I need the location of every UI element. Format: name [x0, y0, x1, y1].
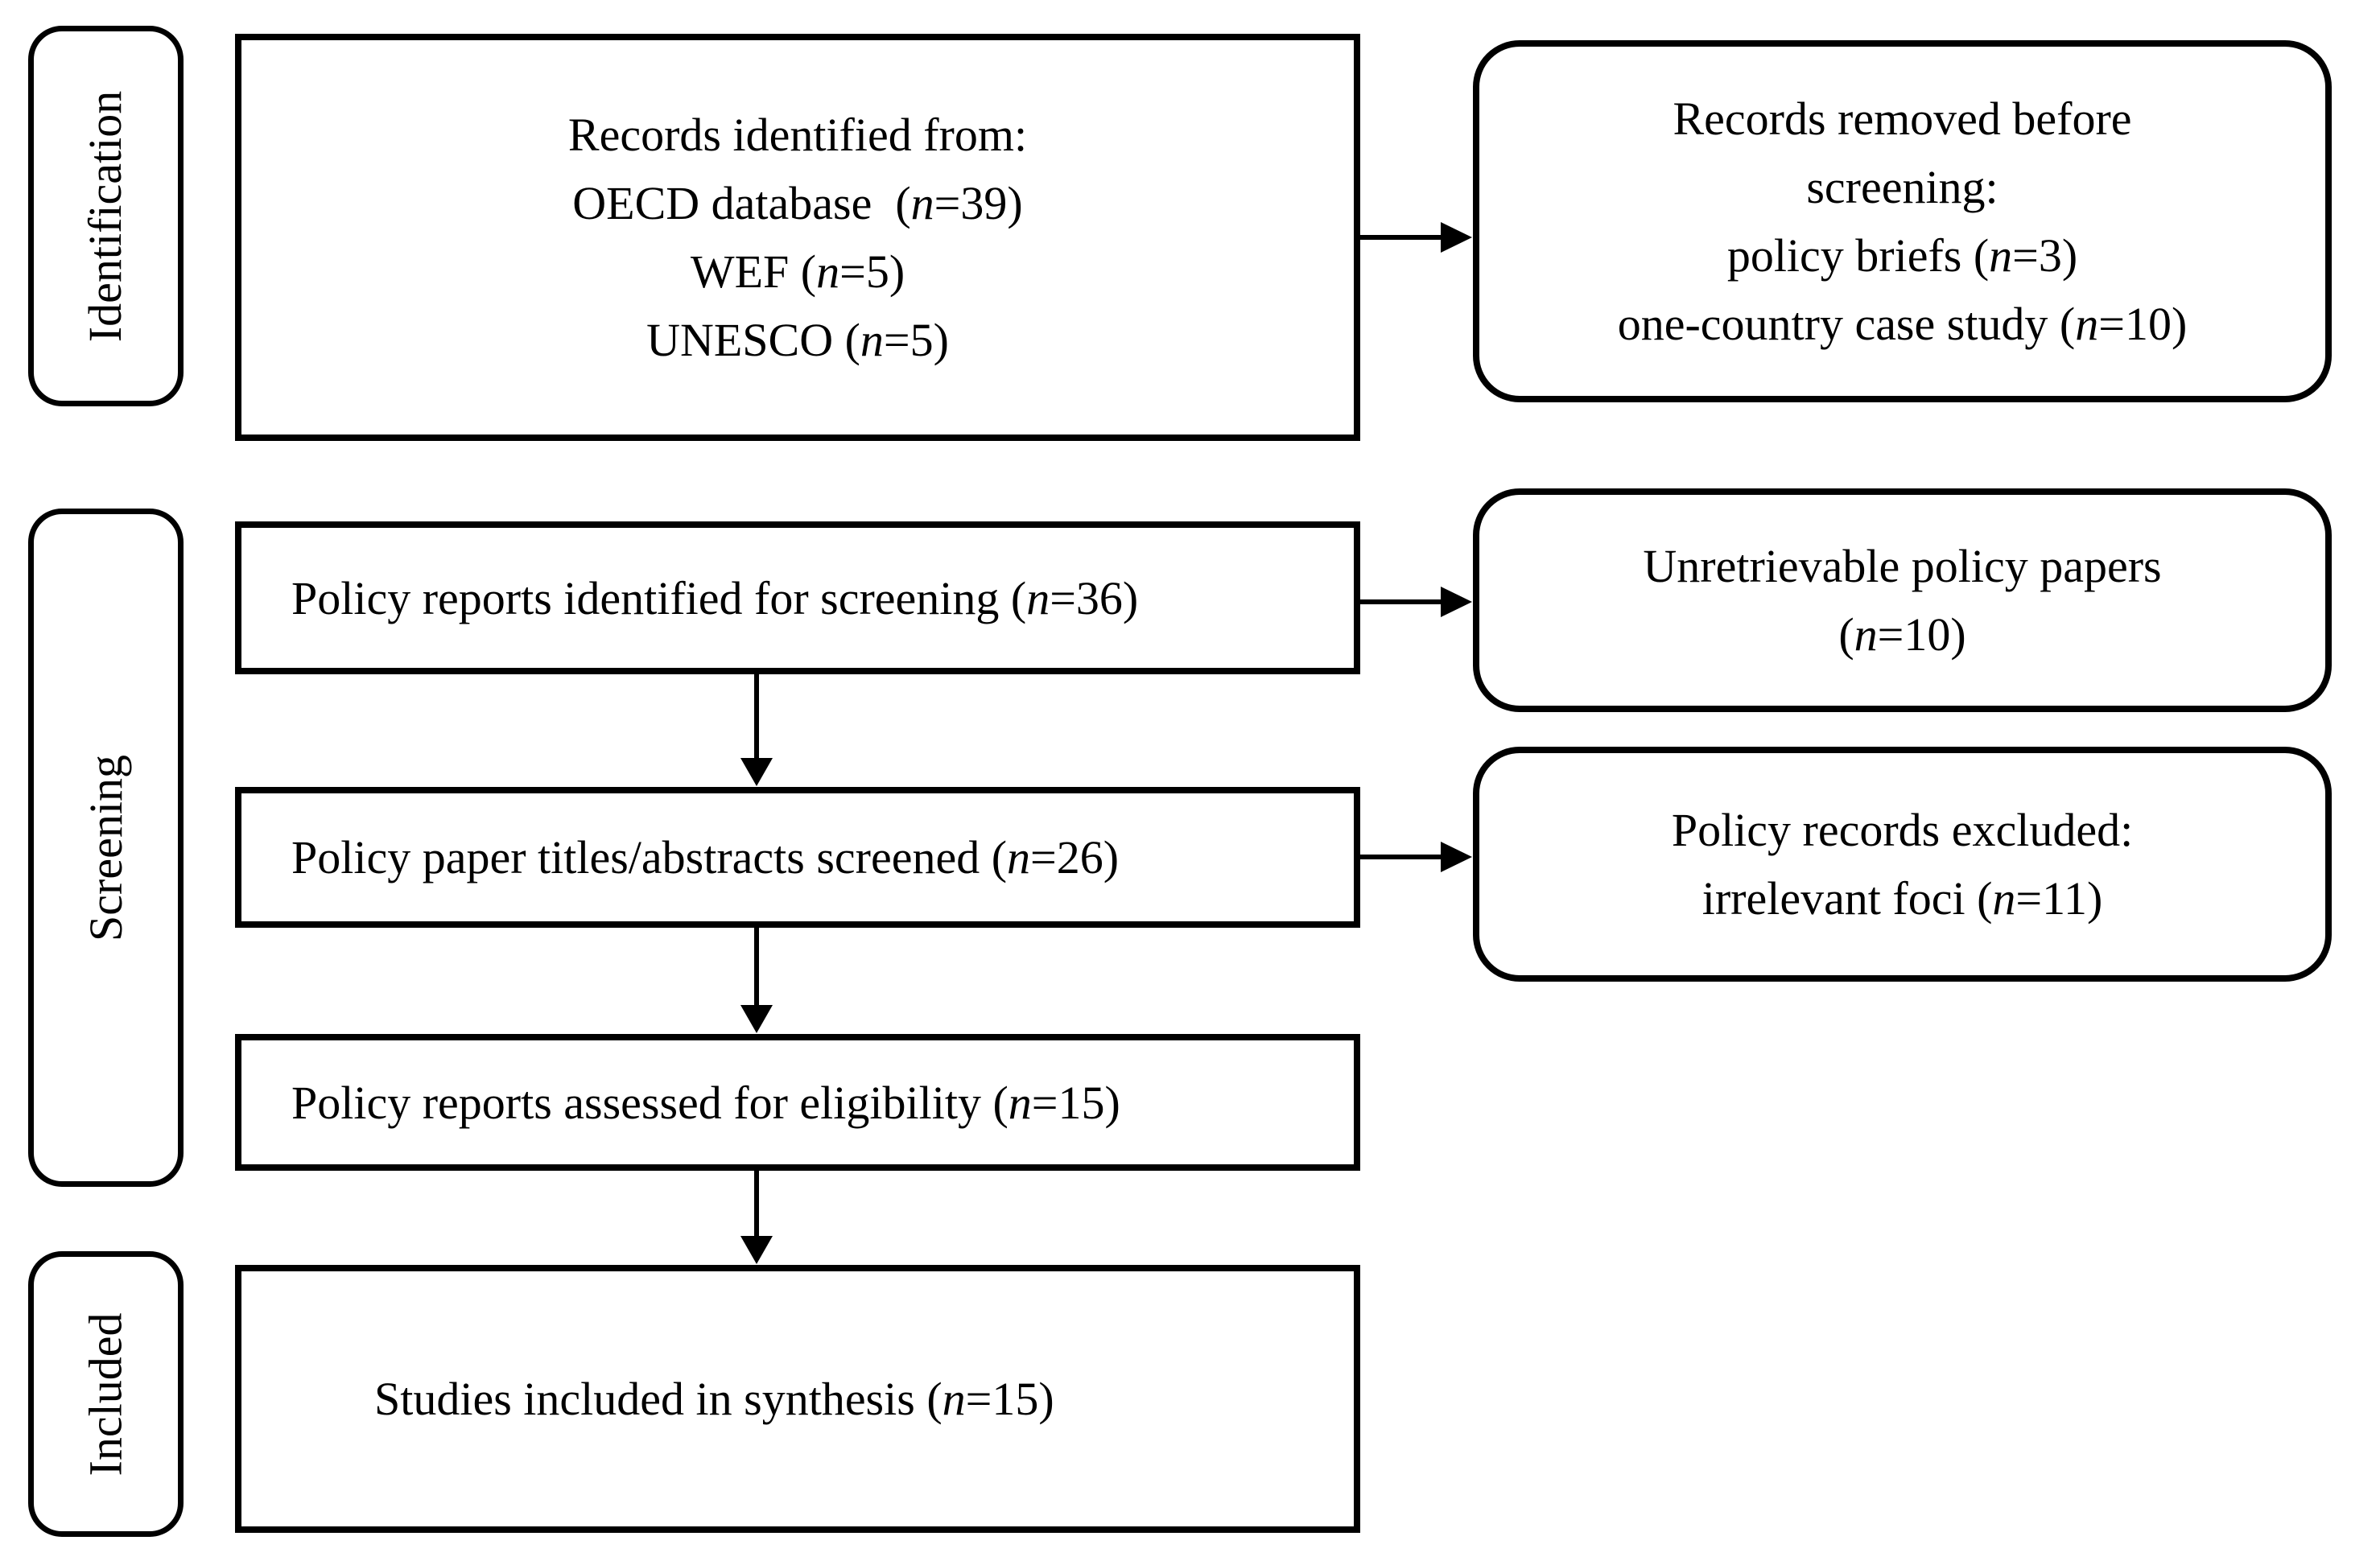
studies-included-label: Studies included in synthesis (n=15): [374, 1373, 1054, 1425]
studies-included-box: Studies included in synthesis (n=15): [235, 1265, 1360, 1533]
assessed-for-eligibility-label: Policy reports assessed for eligibility …: [291, 1076, 1120, 1129]
down-arrow-icon: [740, 928, 773, 1033]
unretrievable-papers-line: (n=10): [1838, 608, 1966, 661]
reports-identified-for-screening-label: Policy reports identified for screening …: [291, 571, 1139, 624]
records-identified-box: Records identified from: OECD database (…: [235, 34, 1360, 441]
records-removed-box: Records removed before screening: policy…: [1473, 40, 2332, 402]
records-identified-line: WEF (n=5): [690, 245, 905, 298]
titles-abstracts-screened-label: Policy paper titles/abstracts screened (…: [291, 831, 1120, 883]
down-arrow-icon: [740, 674, 773, 786]
down-arrow-icon: [740, 1171, 773, 1264]
records-removed-line: one-country case study (n=10): [1617, 298, 2188, 350]
titles-abstracts-screened-box: Policy paper titles/abstracts screened (…: [235, 787, 1360, 928]
right-arrow-icon: [1360, 842, 1472, 872]
reports-identified-for-screening-box: Policy reports identified for screening …: [235, 521, 1360, 674]
unretrievable-papers-box: Unretrievable policy papers (n=10): [1473, 488, 2332, 712]
records-identified-line: UNESCO (n=5): [646, 314, 949, 366]
stage-identification: Identification: [28, 26, 184, 406]
stage-screening-label: Screening: [79, 754, 132, 941]
stage-included: Included: [28, 1251, 184, 1537]
stage-screening: Screening: [28, 509, 184, 1187]
stage-identification-label: Identification: [79, 90, 132, 342]
records-removed-line: Records removed before: [1673, 93, 2132, 145]
assessed-for-eligibility-box: Policy reports assessed for eligibility …: [235, 1034, 1360, 1171]
records-identified-line: Records identified from:: [567, 109, 1028, 161]
right-arrow-icon: [1360, 222, 1472, 253]
records-excluded-line: irrelevant foci (n=11): [1701, 872, 2103, 925]
records-excluded-line: Policy records excluded:: [1671, 804, 2134, 856]
stage-included-label: Included: [79, 1312, 132, 1476]
records-removed-line: policy briefs (n=3): [1726, 229, 2078, 282]
records-excluded-box: Policy records excluded: irrelevant foci…: [1473, 747, 2332, 982]
unretrievable-papers-line: Unretrievable policy papers: [1643, 540, 2162, 592]
records-removed-line: screening:: [1806, 161, 1998, 213]
records-identified-line: OECD database (n=39): [572, 177, 1023, 229]
right-arrow-icon: [1360, 587, 1472, 617]
